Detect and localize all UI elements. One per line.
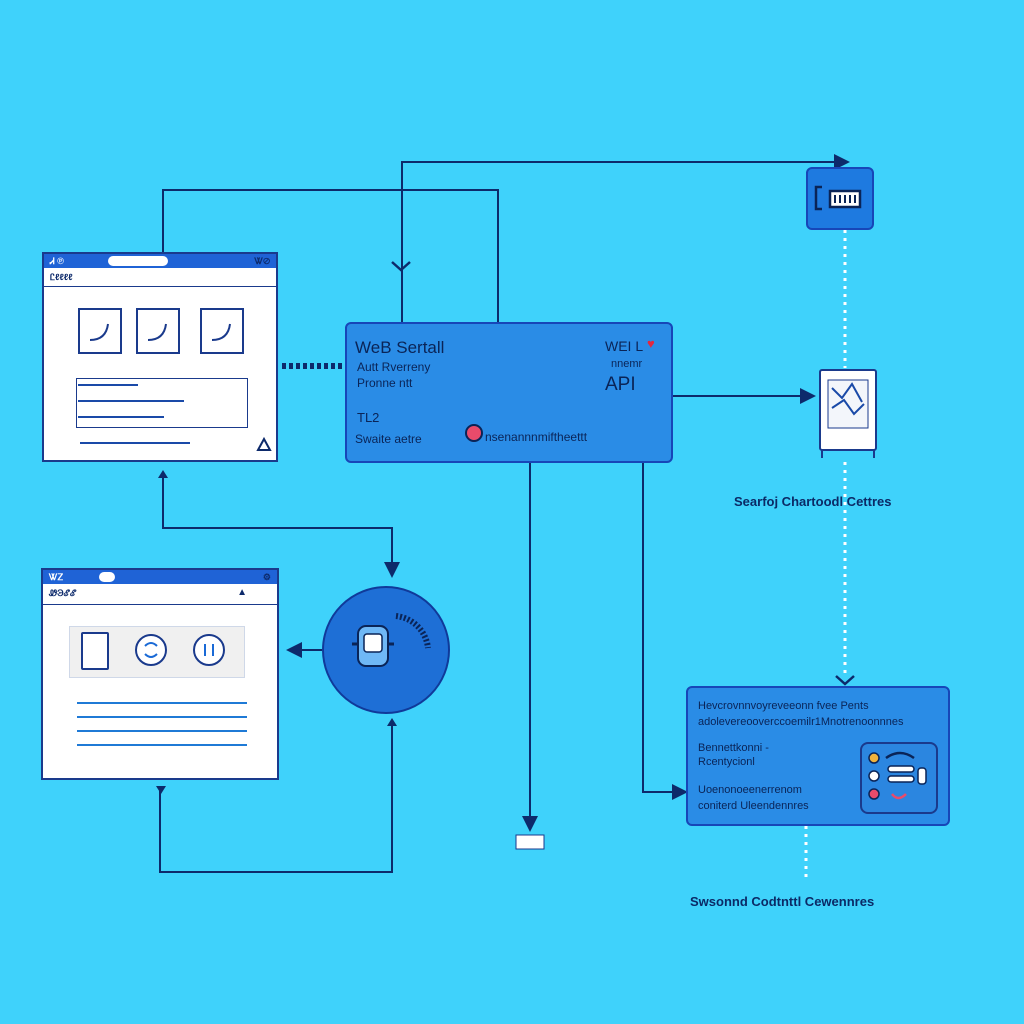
- wire-top-loop: [162, 189, 499, 322]
- info-line-4: Rcentycionl: [698, 756, 755, 768]
- card-right-top: WEI L: [605, 338, 644, 354]
- endpoint-box: [515, 834, 545, 850]
- status-icon: [465, 424, 483, 442]
- text-line: [78, 416, 164, 418]
- window-controls[interactable]: Ꮤ⊘: [254, 256, 270, 266]
- caret-up-icon[interactable]: ▲: [237, 587, 247, 598]
- info-line-5: Uoenonoeenerrenom: [698, 784, 802, 796]
- info-line-2: adolevereooverccoemilr1Mnotrenoonnnes: [698, 716, 904, 728]
- card-line-4: Swaite aetre: [355, 432, 422, 446]
- window-title: Ꮧ ℗: [50, 256, 64, 266]
- assistant-circle[interactable]: [322, 586, 450, 714]
- window-toolbar: Ꮭℓℓℓℓ: [44, 268, 276, 287]
- text-line: [77, 716, 247, 718]
- toolbar-label: Ꮺ℈ℰℰ: [49, 588, 77, 598]
- wire-bottom-loop: [159, 722, 393, 873]
- heart-icon: ♥: [647, 336, 655, 351]
- caret-up-icon: [387, 718, 397, 726]
- triangle-icon: [256, 436, 272, 451]
- address-bar[interactable]: [99, 572, 115, 582]
- text-panel: [76, 378, 248, 428]
- text-line: [77, 702, 247, 704]
- card-title: WeB Sertall: [355, 338, 445, 357]
- thumbnail-3[interactable]: [200, 308, 244, 354]
- info-line-6: coniterd Uleendennres: [698, 800, 809, 812]
- text-line: [78, 384, 138, 386]
- window-titlebar: ᏔᏃ ⚙: [43, 570, 277, 584]
- refresh-icon[interactable]: [133, 632, 169, 668]
- text-line: [77, 744, 247, 746]
- info-line-1: Hevcrovnnvoyreveeonn fvee Pents: [698, 700, 869, 712]
- chevron-down-icon: [835, 675, 855, 686]
- file-icon[interactable]: [81, 632, 109, 670]
- address-bar[interactable]: [108, 256, 168, 266]
- chart-card-icon[interactable]: [818, 368, 878, 460]
- text-line: [80, 442, 190, 444]
- card-right-mid: nnemr: [611, 358, 643, 370]
- info-line-3: Bennettkonni -: [698, 742, 769, 754]
- text-line: [78, 400, 184, 402]
- card-line-2: Pronne ntt: [357, 376, 413, 390]
- wire-down-right: [642, 462, 688, 800]
- caret-up-icon: [158, 470, 168, 478]
- api-service-card[interactable]: WeB Sertall Autt Rverreny Pronne ntt TL2…: [345, 322, 673, 463]
- wire-top-arrow: [401, 154, 850, 322]
- plug-icon: [814, 185, 862, 211]
- info-card[interactable]: Hevcrovnnvoyreveeonn fvee Pents adolever…: [686, 686, 950, 826]
- system-conversions-label: Swsonnd Codtnttl Cewennres: [690, 894, 875, 909]
- window-title: ᏔᏃ: [49, 572, 64, 582]
- robot-icon: [352, 613, 431, 667]
- sync-icon[interactable]: [191, 632, 227, 668]
- window-toolbar: Ꮺ℈ℰℰ ▲: [43, 584, 277, 605]
- browser-window-bottom: ᏔᏃ ⚙ Ꮺ℈ℰℰ ▲: [41, 568, 279, 780]
- thumbnail-1[interactable]: [78, 308, 122, 354]
- connector-tile[interactable]: [806, 167, 874, 230]
- card-api-label: API: [605, 374, 636, 395]
- card-status: nsenannnmiftheettt: [485, 430, 588, 444]
- thumbnail-2[interactable]: [136, 308, 180, 354]
- chevron-down-icon: [391, 261, 411, 272]
- text-line: [77, 730, 247, 732]
- card-line-3: TL2: [357, 410, 380, 425]
- settings-icon[interactable]: ⚙: [262, 572, 271, 582]
- card-line-1: Autt Rverreny: [357, 360, 431, 374]
- controls-icon: [868, 751, 927, 800]
- caret-down-icon: [156, 786, 166, 794]
- wire-mid-loop: [162, 472, 400, 578]
- controls-panel[interactable]: [860, 742, 938, 814]
- chart-cards-label: Searfoj Chartoodl Cettres: [734, 494, 892, 509]
- toolbar-label: Ꮭℓℓℓℓ: [50, 272, 73, 282]
- window-titlebar: Ꮧ ℗ Ꮤ⊘: [44, 254, 276, 268]
- browser-window-top: Ꮧ ℗ Ꮤ⊘ Ꮭℓℓℓℓ: [42, 252, 278, 462]
